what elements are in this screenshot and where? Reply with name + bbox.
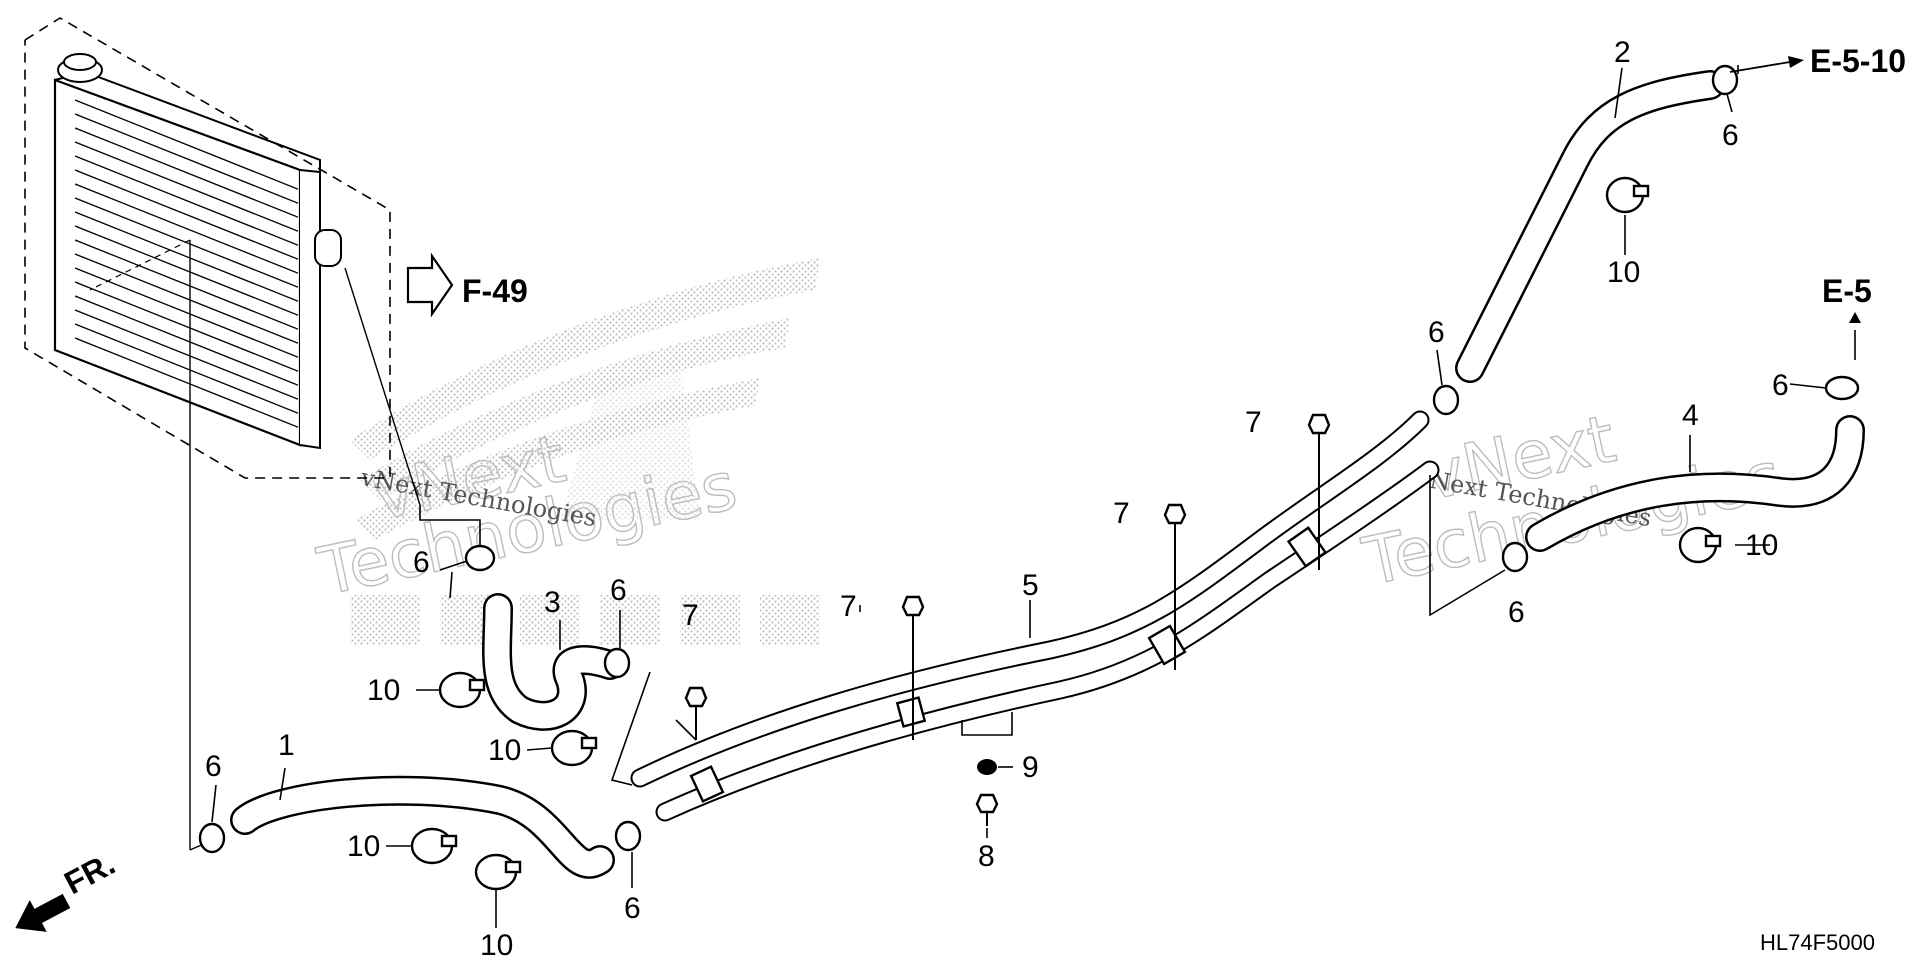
radiator-outlet bbox=[314, 229, 342, 267]
callout-6: 6 bbox=[610, 574, 627, 607]
callout-7: 7 bbox=[840, 590, 857, 623]
bolt-icon[interactable] bbox=[684, 686, 708, 740]
front-arrow-icon bbox=[15, 893, 71, 932]
callout-7: 7 bbox=[682, 599, 699, 632]
radiator-assembly bbox=[24, 17, 421, 851]
water-pipe-5[interactable] bbox=[630, 410, 1440, 822]
callout-1: 1 bbox=[278, 729, 295, 762]
callout-5: 5 bbox=[1022, 569, 1039, 602]
callout-6: 6 bbox=[624, 892, 641, 925]
callout-4: 4 bbox=[1682, 399, 1699, 432]
brand-mark-watermark bbox=[350, 258, 820, 645]
band-clamp-icon[interactable] bbox=[474, 853, 522, 891]
clamp-icon[interactable] bbox=[1711, 64, 1739, 96]
bolts bbox=[684, 413, 1331, 826]
band-clamp-icon[interactable] bbox=[550, 729, 598, 767]
clamp-icon[interactable] bbox=[614, 820, 642, 852]
callout-10: 10 bbox=[1745, 529, 1778, 562]
band-clamp-icon[interactable] bbox=[1678, 526, 1722, 564]
callout-7: 7 bbox=[1113, 497, 1130, 530]
callout-6: 6 bbox=[413, 546, 430, 579]
callout-2: 2 bbox=[1614, 36, 1631, 69]
hollow-arrow-icon bbox=[406, 252, 454, 318]
radiator-core bbox=[75, 99, 298, 429]
front-label: FR. bbox=[58, 845, 120, 901]
callout-6: 6 bbox=[1772, 369, 1789, 402]
hose-3[interactable] bbox=[482, 593, 625, 731]
leader-lines bbox=[211, 65, 1861, 928]
callout-6: 6 bbox=[1722, 119, 1739, 152]
callout-6: 6 bbox=[1428, 316, 1445, 349]
bolt-icon[interactable] bbox=[975, 793, 999, 826]
clamp-icon[interactable] bbox=[1501, 541, 1529, 573]
band-clamp-icon[interactable] bbox=[1605, 176, 1650, 214]
band-clamp-icon[interactable] bbox=[438, 671, 486, 709]
ref-f49-label: F-49 bbox=[462, 273, 528, 309]
callout-10: 10 bbox=[367, 674, 400, 707]
callout-10: 10 bbox=[1607, 256, 1640, 289]
bolt-icon[interactable] bbox=[901, 595, 925, 740]
ref-e5[interactable]: E-5 bbox=[1822, 273, 1872, 309]
ref-e5-10[interactable]: E-5-10 bbox=[1729, 43, 1906, 79]
hose-1[interactable] bbox=[230, 775, 615, 879]
hose-2[interactable] bbox=[1455, 70, 1725, 383]
callout-3: 3 bbox=[544, 586, 561, 619]
ref-e5-10-label: E-5-10 bbox=[1810, 43, 1906, 79]
callout-8: 8 bbox=[978, 840, 995, 873]
arrow-right-icon bbox=[1788, 56, 1804, 68]
clamp-icon[interactable] bbox=[198, 822, 226, 854]
clamp-icon[interactable] bbox=[603, 647, 631, 679]
front-direction: FR. bbox=[15, 845, 121, 932]
ref-e5-label: E-5 bbox=[1822, 273, 1872, 309]
clamp-icon[interactable] bbox=[1824, 375, 1860, 401]
callout-10: 10 bbox=[480, 929, 513, 960]
band-clamps bbox=[410, 176, 1722, 891]
callouts: 1 2 3 4 5 6 6 6 6 6 6 6 6 7 7 7 7 8 9 10… bbox=[205, 36, 1789, 962]
ref-f49[interactable]: F-49 bbox=[406, 252, 528, 318]
washer-icon[interactable] bbox=[977, 759, 997, 775]
callout-6: 6 bbox=[205, 750, 222, 783]
diagram-code: HL74F5000 bbox=[1760, 930, 1875, 955]
clamp-icon[interactable] bbox=[464, 544, 496, 572]
callout-6: 6 bbox=[1508, 596, 1525, 629]
clamp-icon[interactable] bbox=[1432, 384, 1460, 416]
band-clamp-icon[interactable] bbox=[410, 827, 458, 865]
bolt-icon[interactable] bbox=[1163, 503, 1187, 670]
callout-9: 9 bbox=[1022, 751, 1039, 784]
callout-10: 10 bbox=[347, 830, 380, 863]
bolt-icon[interactable] bbox=[1307, 413, 1331, 570]
clamps bbox=[198, 64, 1860, 854]
hose-4[interactable] bbox=[1525, 415, 1865, 552]
callout-10: 10 bbox=[488, 734, 521, 767]
callout-7: 7 bbox=[1245, 406, 1262, 439]
pipe-bracket bbox=[689, 526, 1328, 803]
